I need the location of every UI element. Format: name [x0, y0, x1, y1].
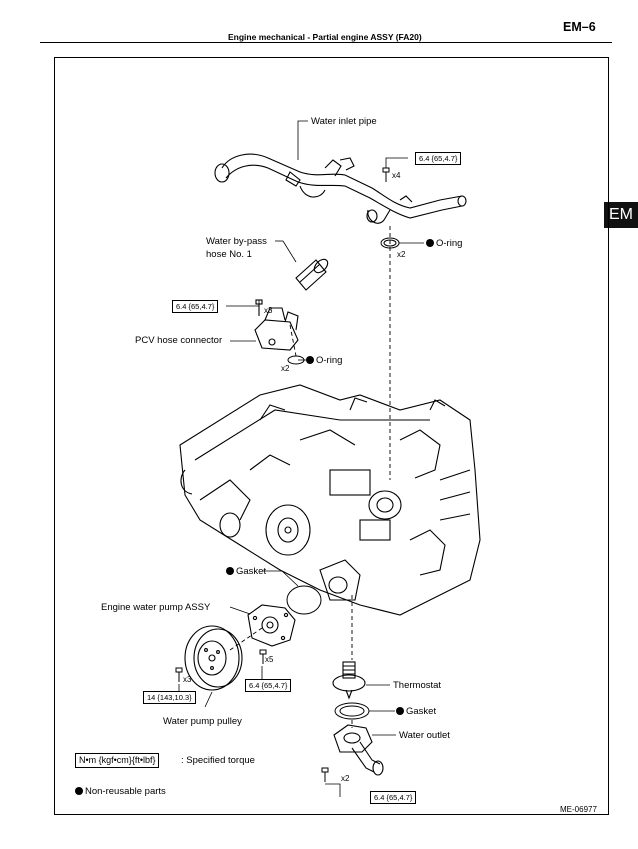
figure-id: ME-06977 [560, 805, 597, 814]
non-reusable-dot-icon [226, 567, 234, 575]
legend-torque-units: N•m {kgf•cm}{ft•lbf} [75, 753, 160, 768]
non-reusable-dot-icon [396, 707, 404, 715]
diagram-frame [54, 57, 609, 815]
qty-inlet-bolts: x4 [392, 171, 401, 180]
label-water-bypass-hose: Water by-pass [206, 236, 267, 247]
qty-pcv-bolts: x3 [264, 306, 273, 315]
torque-box-outlet: 6.4 {65,4.7} [370, 791, 417, 804]
legend-nonreusable-text: Non-reusable parts [85, 786, 166, 797]
pcv-connector-drawing [254, 299, 299, 351]
pump-gasket-drawing [286, 585, 322, 615]
label-water-inlet-pipe: Water inlet pipe [311, 116, 377, 127]
label-water-outlet: Water outlet [399, 730, 450, 741]
non-reusable-dot-icon [426, 239, 434, 247]
label-water-pump-pulley: Water pump pulley [163, 716, 242, 727]
torque-box-pump: 6.4 {65,4.7} [245, 679, 292, 692]
engine-block-drawing [179, 384, 481, 616]
qty-pcv-o-ring: x2 [281, 364, 290, 373]
qty-outlet-bolts: x2 [341, 774, 350, 783]
page-code: EM–6 [563, 20, 596, 34]
o-ring-text: O-ring [316, 355, 343, 366]
qty-pulley-bolts: x3 [183, 675, 192, 684]
label-o-ring-pcv: O-ring [306, 355, 342, 366]
legend-nonreusable: Non-reusable parts [75, 786, 166, 797]
label-engine-water-pump: Engine water pump ASSY [101, 602, 211, 613]
inlet-pipe-bolt-drawing [382, 167, 390, 182]
water-inlet-pipe-drawing [214, 153, 467, 224]
section-tab[interactable]: EM [604, 202, 638, 228]
label-water-bypass-hose-line2: hose No. 1 [206, 249, 252, 260]
water-outlet-drawing [333, 724, 384, 776]
label-o-ring-upper: O-ring [426, 238, 462, 249]
non-reusable-dot-icon [75, 787, 83, 795]
qty-pump-bolts: x5 [265, 655, 274, 664]
torque-box-inlet-pipe: 6.4 {65,4.7} [415, 152, 462, 165]
legend-torque-text: : Specified torque [181, 755, 255, 766]
label-gasket-outlet: Gasket [396, 706, 436, 717]
torque-box-pulley: 14 {143,10.3} [143, 691, 196, 704]
non-reusable-dot-icon [306, 356, 314, 364]
qty-upper-o-ring: x2 [397, 250, 406, 259]
thermostat-drawing [332, 661, 366, 700]
page-header-title: Engine mechanical - Partial engine ASSY … [228, 32, 422, 42]
gasket-text: Gasket [236, 566, 267, 577]
label-thermostat: Thermostat [393, 680, 442, 691]
header-rule [40, 42, 612, 43]
water-pump-drawing [247, 604, 296, 647]
bypass-hose-drawing [295, 258, 329, 291]
o-ring-text: O-ring [436, 238, 463, 249]
water-pump-pulley-drawing [184, 625, 243, 691]
label-gasket-pump: Gasket [226, 566, 266, 577]
label-pcv-hose-connector: PCV hose connector [135, 335, 223, 346]
torque-box-pcv: 6.4 {65,4.7} [172, 300, 219, 313]
gasket-text: Gasket [406, 706, 437, 717]
